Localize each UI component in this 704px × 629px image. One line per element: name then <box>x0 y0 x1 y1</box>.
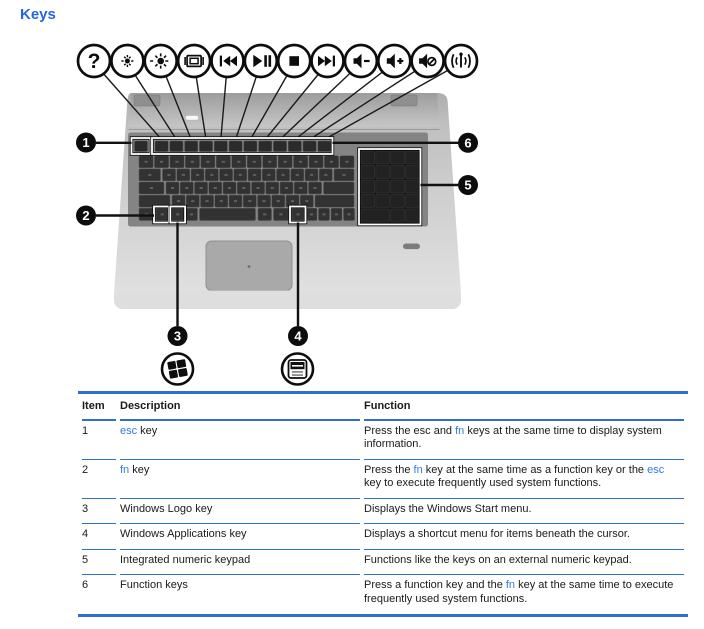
function-cell: Press a function key and the fn key at t… <box>364 575 684 614</box>
item-cell: 1 <box>82 421 116 460</box>
status-light-slot <box>403 243 420 250</box>
cell-text: Windows Logo key <box>120 502 213 515</box>
function-cell: Press the fn key at the same time as a f… <box>364 460 684 499</box>
front-edge <box>114 290 461 309</box>
item-cell: 3 <box>82 499 116 524</box>
cell-text: Press a function key and the <box>364 579 506 591</box>
cell-text: key at the same time to execute frequent… <box>364 579 674 605</box>
next-track-icon <box>310 43 345 79</box>
callout-3-number: 3 <box>174 329 181 344</box>
key-highlight-boxes <box>129 136 423 227</box>
callout-5: 5 <box>420 175 478 195</box>
cell-text: Press the esc and <box>364 424 456 437</box>
mute-icon <box>410 43 445 79</box>
description-cell: Windows Applications key <box>120 524 360 550</box>
callout-1: 1 <box>76 132 132 153</box>
callout-6-number: 6 <box>464 135 471 150</box>
cell-text: Functions like the keys on an external n… <box>364 553 632 566</box>
callout-2-number: 2 <box>82 208 89 223</box>
function-icon-row: ? <box>76 43 479 79</box>
callout-4: 4 <box>288 222 308 346</box>
table-row: 6 Function keys Press a function key and t… <box>82 575 684 614</box>
description-cell: Function keys <box>120 575 360 614</box>
callout-1-number: 1 <box>82 135 89 150</box>
description-cell: fn key <box>120 460 360 499</box>
touchpad-dot <box>247 265 251 268</box>
cell-text: Function keys <box>120 579 188 591</box>
function-row-highlight <box>150 136 335 156</box>
function-cell: Functions like the keys on an external n… <box>364 550 684 575</box>
laptop-illustration <box>113 93 462 309</box>
cell-text: Integrated numeric keypad <box>120 553 251 566</box>
switch-screen-image-icon <box>176 43 212 79</box>
cell-text: keys at the same time to display system … <box>364 424 662 451</box>
hinge-left <box>133 94 161 107</box>
cell-text: Press the <box>364 463 414 476</box>
table-header-row: Item Description Function <box>82 394 684 421</box>
table-row: 3 Windows Logo key Displays the Windows St… <box>82 499 684 524</box>
cell-text: Displays a shortcut menu for items benea… <box>364 528 630 540</box>
item-cell: 2 <box>82 460 116 499</box>
numeric-keypad-highlight <box>357 147 423 227</box>
function-cell: Displays the Windows Start menu. <box>364 499 684 524</box>
item-cell: 4 <box>82 524 116 550</box>
function-cell: Displays a shortcut menu for items benea… <box>364 524 684 550</box>
callout-5-number: 5 <box>464 178 471 193</box>
cross-reference-link[interactable]: esc <box>647 463 665 476</box>
volume-down-icon <box>343 43 379 79</box>
description-cell: Integrated numeric keypad <box>120 550 360 575</box>
description-cell: esc key <box>120 421 360 460</box>
page-title: Keys <box>20 6 56 23</box>
callouts: 1 2 3 4 5 <box>76 132 478 346</box>
volume-up-icon <box>376 43 412 79</box>
wireless-icon <box>443 43 479 79</box>
cross-reference-link[interactable]: fn <box>455 424 465 437</box>
windows-logo-icon <box>160 352 195 386</box>
brightness-down-icon <box>110 43 145 79</box>
keyboard-keys <box>134 140 420 223</box>
help-icon: ? <box>76 43 112 79</box>
svg-text:?: ? <box>88 50 101 73</box>
brightness-up-icon <box>143 43 179 79</box>
cross-reference-link[interactable]: fn <box>120 463 130 476</box>
column-header-function: Function <box>364 394 684 421</box>
power-button <box>185 115 199 121</box>
cell-text: Windows Applications key <box>120 528 247 540</box>
windows-applications-icon <box>280 352 315 386</box>
cell-text: Displays the Windows Start menu. <box>364 502 532 515</box>
previous-track-icon <box>210 43 245 79</box>
cell-text: key <box>129 463 150 476</box>
keys-illustration: 1 2 3 4 5 <box>76 43 479 386</box>
cross-reference-link[interactable]: esc <box>120 424 138 437</box>
callout-3: 3 <box>167 222 188 346</box>
table-row: 4 Windows Applications key Displays a shor… <box>82 524 684 550</box>
callout-6: 6 <box>332 132 478 153</box>
table-row: 5 Integrated numeric keypad Functions like… <box>82 550 684 575</box>
function-cell: Press the esc and fn keys at the same ti… <box>364 421 684 460</box>
description-cell: Windows Logo key <box>120 499 360 524</box>
stop-icon <box>276 43 312 79</box>
column-header-description: Description <box>120 394 360 421</box>
cross-reference-link[interactable]: fn <box>413 463 423 476</box>
column-header-item: Item <box>82 394 116 421</box>
cell-text: key to execute frequently used system fu… <box>364 477 602 489</box>
cell-text: key <box>137 424 158 437</box>
item-cell: 5 <box>82 550 116 575</box>
play-pause-icon <box>243 43 279 79</box>
item-cell: 6 <box>82 579 89 591</box>
cross-reference-link[interactable]: fn <box>505 579 516 591</box>
numeric-keypad-area <box>359 149 421 224</box>
cell-text: key at the same time as a function key o… <box>422 463 648 476</box>
callout-4-number: 4 <box>294 329 302 344</box>
callout-2: 2 <box>76 205 154 226</box>
